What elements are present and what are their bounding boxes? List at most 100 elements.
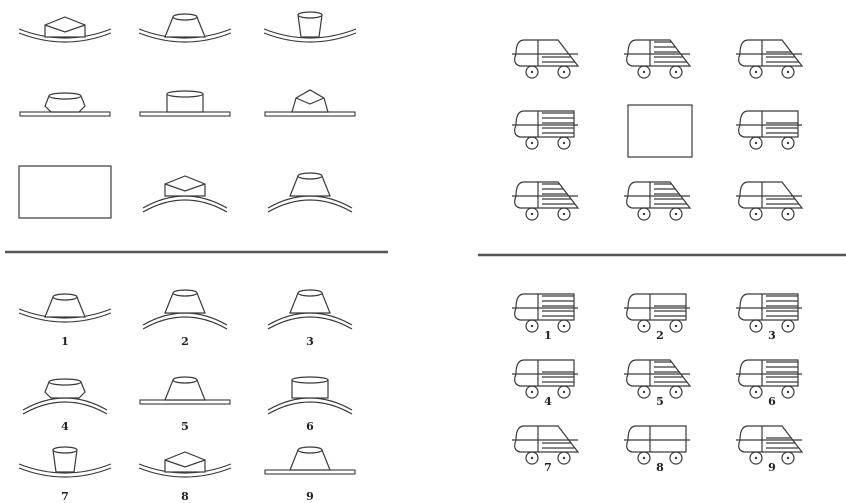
wheel-hub	[675, 391, 677, 393]
wheel-hub	[531, 457, 533, 459]
vehicle-figure: 8	[624, 426, 690, 474]
answer-label: 6	[768, 395, 776, 408]
diamond-top-shape	[292, 90, 328, 112]
trapezoid-rim	[173, 290, 197, 296]
answer-label: 4	[61, 420, 69, 433]
vehicle-figure: 7	[512, 426, 578, 474]
shape-figure	[264, 12, 356, 42]
answer-label: 3	[306, 335, 314, 348]
vehicle-figure: 1	[512, 294, 578, 342]
left-answer-grid: 1 2 3 4 5 6 7 8 9	[19, 290, 355, 503]
wheel-hub	[531, 325, 533, 327]
vehicle-figure	[624, 182, 690, 220]
missing-answer-box	[19, 166, 111, 218]
vehicle-figure: 5	[624, 360, 690, 408]
cylinder-rim	[167, 91, 203, 97]
shape-figure	[265, 90, 355, 116]
missing-answer-box	[628, 105, 692, 157]
wheel-hub	[787, 71, 789, 73]
trapezoid-rim	[298, 173, 322, 179]
answer-label: 5	[181, 420, 189, 433]
wheel-hub	[563, 325, 565, 327]
answer-label: 9	[306, 490, 314, 503]
wheel-hub	[531, 71, 533, 73]
shape-figure: 3	[268, 290, 352, 348]
bucket-rim	[49, 379, 81, 385]
wheel-hub	[531, 142, 533, 144]
wheel-hub	[755, 457, 757, 459]
wheel-hub	[643, 457, 645, 459]
curved-base-up	[268, 313, 352, 329]
shape-figure	[140, 91, 230, 116]
vehicle-figure	[624, 40, 690, 78]
wheel-hub	[755, 391, 757, 393]
wheel-hub	[787, 325, 789, 327]
bucket-rim	[49, 93, 81, 99]
box-top-shape	[45, 17, 85, 37]
wheel-hub	[531, 213, 533, 215]
wheel-hub	[755, 325, 757, 327]
trapezoid-rim	[298, 290, 322, 296]
answer-label: 2	[181, 335, 189, 348]
shape-figure	[19, 166, 111, 218]
shape-figure: 7	[19, 447, 111, 503]
shape-figure	[143, 176, 227, 212]
trapezoid-rim	[53, 294, 77, 300]
wheel-hub	[563, 457, 565, 459]
right-answer-grid: 1 2 3 4 5 6 7 8 9	[512, 294, 802, 474]
shape-figure: 9	[265, 447, 355, 503]
wheel-hub	[787, 457, 789, 459]
answer-label: 6	[306, 420, 314, 433]
wheel-hub	[675, 325, 677, 327]
vehicle-figure: 9	[736, 426, 802, 474]
answer-label: 3	[768, 329, 776, 342]
trapezoid-rim	[173, 377, 197, 383]
shape-figure: 5	[140, 377, 230, 433]
wheel-hub	[755, 213, 757, 215]
shape-figure: 8	[139, 452, 231, 503]
wheel-hub	[563, 142, 565, 144]
curved-base-up	[268, 196, 352, 212]
answer-label: 2	[656, 329, 664, 342]
wheel-hub	[787, 213, 789, 215]
shape-figure	[19, 17, 111, 42]
vehicle-figure: 4	[512, 360, 578, 408]
wheel-hub	[787, 391, 789, 393]
wheel-hub	[563, 71, 565, 73]
curved-base-up	[268, 398, 352, 414]
answer-label: 1	[61, 335, 69, 348]
answer-label: 7	[61, 490, 69, 503]
wheel-hub	[755, 142, 757, 144]
wheel-hub	[787, 142, 789, 144]
vehicle-figure: 6	[736, 360, 802, 408]
wheel-hub	[675, 71, 677, 73]
vehicle-figure	[736, 40, 802, 78]
vehicle-figure: 2	[624, 294, 690, 342]
wheel-hub	[675, 213, 677, 215]
trapezoid-rim	[298, 447, 322, 453]
shape-figure	[268, 173, 352, 212]
cup-rim	[298, 12, 322, 18]
answer-label: 9	[768, 461, 776, 474]
shape-figure: 1	[19, 294, 111, 348]
curved-base-up	[143, 196, 227, 212]
shape-figure: 6	[268, 377, 352, 433]
box-top-shape	[165, 176, 205, 196]
right-problem-grid	[512, 40, 802, 220]
vehicle-figure	[512, 40, 578, 78]
answer-label: 5	[656, 395, 664, 408]
wheel-hub	[643, 391, 645, 393]
wheel-hub	[643, 71, 645, 73]
answer-label: 8	[656, 461, 664, 474]
wheel-hub	[755, 71, 757, 73]
answer-label: 7	[544, 461, 552, 474]
trapezoid-rim	[173, 14, 197, 20]
shape-figure: 2	[143, 290, 227, 348]
box-top-shape	[165, 452, 205, 472]
wheel-hub	[563, 391, 565, 393]
curved-base-up	[143, 313, 227, 329]
shape-figure: 4	[23, 379, 107, 433]
vehicle-figure	[512, 111, 578, 149]
answer-label: 4	[544, 395, 552, 408]
